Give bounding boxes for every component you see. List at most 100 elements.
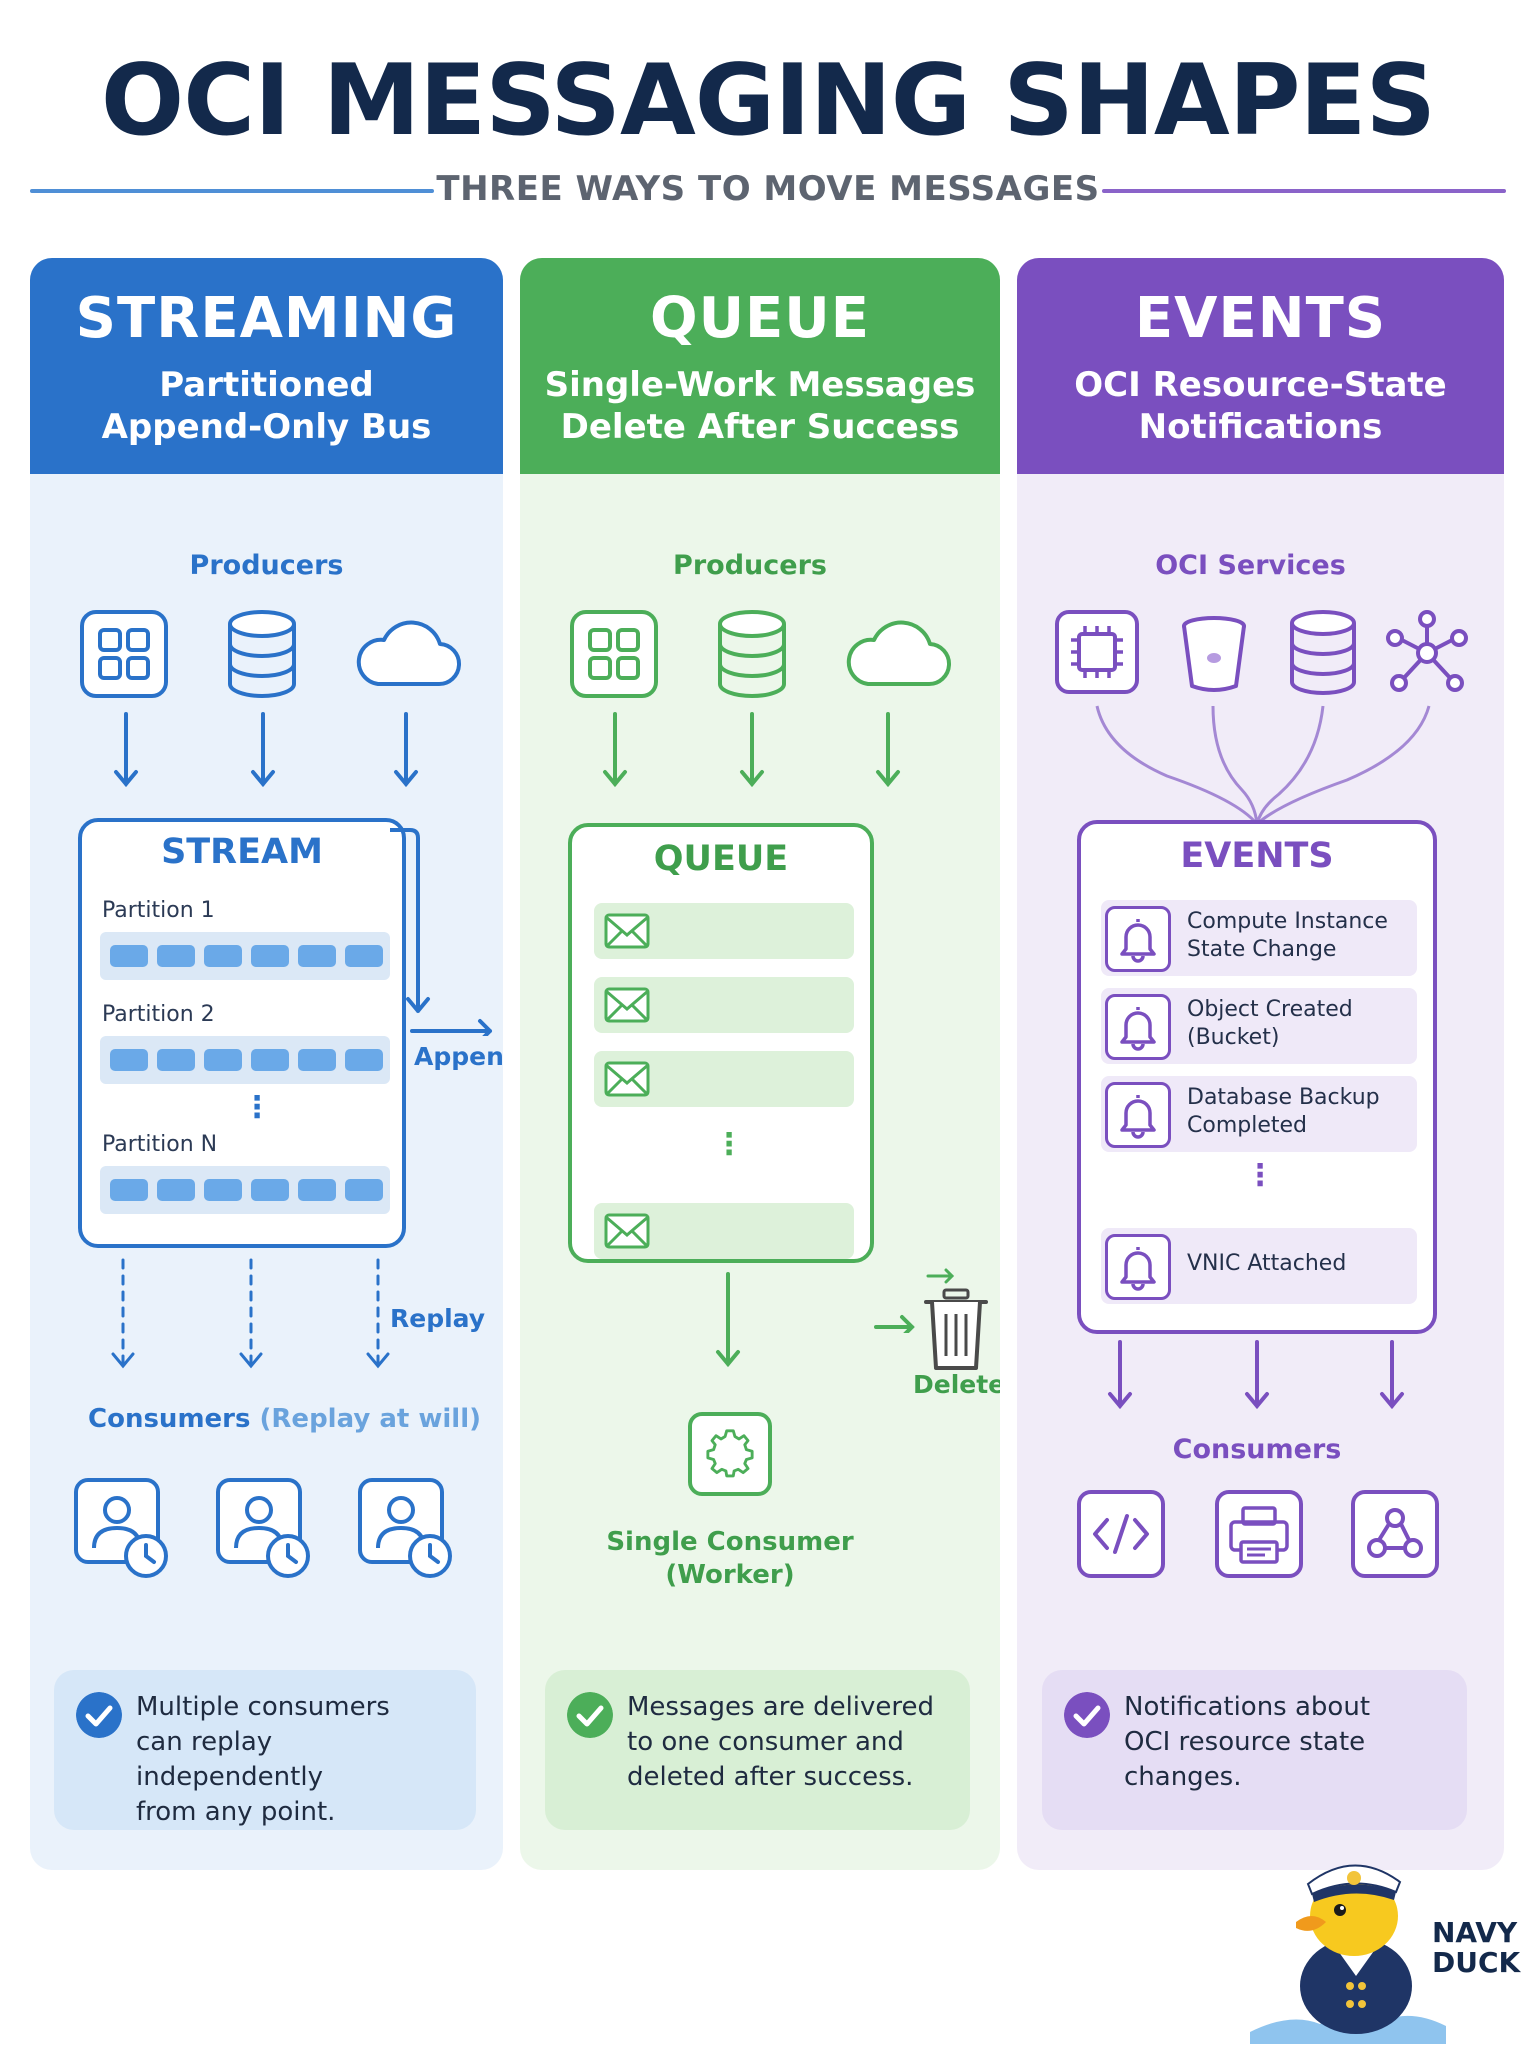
streaming-subtitle-line1: Partitioned — [159, 365, 374, 405]
queue-message — [594, 1051, 854, 1107]
replay-arrows — [111, 1258, 390, 1369]
event-text: Compute Instance State Change — [1187, 908, 1413, 964]
code-icon — [1077, 1490, 1165, 1578]
event-text-line1: Compute Instance — [1187, 909, 1388, 934]
streaming-note-text: Multiple consumers can replay independen… — [136, 1690, 466, 1830]
streaming-title: STREAMING — [75, 286, 458, 351]
delete-arrow — [874, 1315, 915, 1333]
page-subtitle: THREE WAYS TO MOVE MESSAGES — [436, 169, 1100, 209]
consumers-qualifier: (Replay at will) — [259, 1404, 482, 1434]
events-box: EVENTS Compute Instance State Change Obj… — [1077, 820, 1437, 1334]
producer-arrows — [114, 712, 418, 788]
bucket-icon — [1182, 616, 1246, 692]
subtitle-divider-left — [30, 189, 434, 193]
event-item: Database Backup Completed — [1101, 1076, 1417, 1152]
queue-note-text: Messages are delivered to one consumer a… — [627, 1690, 957, 1795]
replay-label: Replay — [390, 1304, 486, 1333]
streaming-column: STREAMING Partitioned Append-Only Bus Pr… — [30, 258, 503, 1870]
streaming-note: Multiple consumers can replay independen… — [54, 1670, 476, 1830]
check-circle-icon — [567, 1692, 613, 1738]
queue-message — [594, 903, 854, 959]
user-clock-icon — [358, 1478, 452, 1578]
queue-ellipsis: ⋮ — [714, 1127, 744, 1162]
cloud-icon — [356, 620, 462, 687]
event-item: Compute Instance State Change — [1101, 900, 1417, 976]
queue-box-title: QUEUE — [653, 839, 789, 879]
printer-icon — [1215, 1490, 1303, 1578]
event-text-line2: State Change — [1187, 937, 1337, 962]
partition-2-track — [100, 1036, 390, 1084]
network-icon — [1386, 610, 1468, 692]
note-line: can replay independently — [136, 1727, 323, 1792]
delete-label: Delete — [913, 1370, 1000, 1399]
subtitle-bar: THREE WAYS TO MOVE MESSAGES — [30, 165, 1506, 215]
append-label: Append — [414, 1042, 503, 1071]
check-circle-icon — [1064, 1692, 1110, 1738]
events-note: Notifications about OCI resource state c… — [1042, 1670, 1467, 1830]
streaming-header: STREAMING Partitioned Append-Only Bus — [30, 258, 503, 474]
partition-n-track — [100, 1166, 390, 1214]
mascot-label: NAVY DUCK — [1432, 1918, 1520, 1978]
queue-column: QUEUE Single-Work Messages Delete After … — [520, 258, 1000, 1870]
queue-subtitle-line2: Delete After Success — [560, 407, 960, 447]
webhook-icon — [1351, 1490, 1439, 1578]
queue-subtitle: Single-Work Messages Delete After Succes… — [520, 364, 1000, 448]
gear-icon — [688, 1412, 772, 1496]
single-consumer-line2: (Worker) — [665, 1560, 795, 1590]
append-arrow — [390, 828, 492, 1036]
envelope-icon — [604, 1061, 650, 1097]
event-text-line2: Completed — [1187, 1113, 1307, 1138]
note-line: Multiple consumers — [136, 1692, 390, 1722]
events-note-text: Notifications about OCI resource state c… — [1124, 1690, 1454, 1795]
streaming-subtitle: Partitioned Append-Only Bus — [30, 364, 503, 448]
single-consumer-line1: Single Consumer — [606, 1527, 854, 1557]
partition-2-label: Partition 2 — [102, 1002, 215, 1027]
queue-message — [594, 977, 854, 1033]
bell-icon — [1105, 994, 1171, 1060]
note-line: Notifications about — [1124, 1692, 1371, 1722]
event-text-line1: Database Backup — [1187, 1085, 1380, 1110]
single-consumer-label: Single Consumer (Worker) — [580, 1526, 880, 1592]
note-line: Messages are delivered — [627, 1692, 935, 1722]
stream-box: STREAM Partition 1 Partition 2 ⋮ Partiti… — [78, 818, 406, 1248]
event-text-line1: VNIC Attached — [1187, 1251, 1347, 1276]
stream-box-title: STREAM — [161, 832, 323, 872]
note-line: changes. — [1124, 1762, 1242, 1792]
events-subtitle-line1: OCI Resource-State — [1074, 365, 1447, 405]
producer-arrows — [603, 712, 900, 788]
event-text: Database Backup Completed — [1187, 1084, 1413, 1140]
event-text: VNIC Attached — [1187, 1250, 1413, 1278]
note-line: to one consumer and — [627, 1727, 904, 1757]
bell-icon — [1105, 906, 1171, 972]
events-header: EVENTS OCI Resource-State Notifications — [1017, 258, 1504, 474]
services-converge-lines — [1095, 705, 1431, 826]
partition-1-label: Partition 1 — [102, 898, 215, 923]
envelope-icon — [604, 987, 650, 1023]
subtitle-divider-right — [1102, 189, 1506, 193]
consumers-label: Consumers — [1172, 1434, 1342, 1465]
consumers-label-text: Consumers — [88, 1404, 251, 1434]
trash-icon — [924, 1268, 988, 1370]
bell-icon — [1105, 1082, 1171, 1148]
note-line: deleted after success. — [627, 1762, 914, 1792]
queue-subtitle-line1: Single-Work Messages — [544, 365, 976, 405]
mascot-line1: NAVY — [1432, 1916, 1518, 1949]
queue-message — [594, 1203, 854, 1259]
queue-note: Messages are delivered to one consumer a… — [545, 1670, 970, 1830]
consumer-arrows — [1108, 1340, 1404, 1410]
note-line: OCI resource state — [1124, 1727, 1366, 1757]
database-icon — [228, 610, 296, 698]
apps-grid-icon — [570, 610, 658, 698]
events-subtitle-line2: Notifications — [1138, 407, 1383, 447]
bell-icon — [1105, 1234, 1171, 1300]
events-title: EVENTS — [1134, 286, 1387, 351]
streaming-subtitle-line2: Append-Only Bus — [101, 407, 432, 447]
partition-1-track — [100, 932, 390, 980]
check-circle-icon — [76, 1692, 122, 1738]
consumers-label: Consumers (Replay at will) — [88, 1404, 481, 1434]
navy-duck-mascot — [1250, 1864, 1446, 2044]
events-ellipsis: ⋮ — [1245, 1158, 1275, 1193]
mascot-line2: DUCK — [1432, 1946, 1521, 1979]
user-clock-icon — [216, 1478, 310, 1578]
producers-label: Producers — [189, 550, 344, 581]
